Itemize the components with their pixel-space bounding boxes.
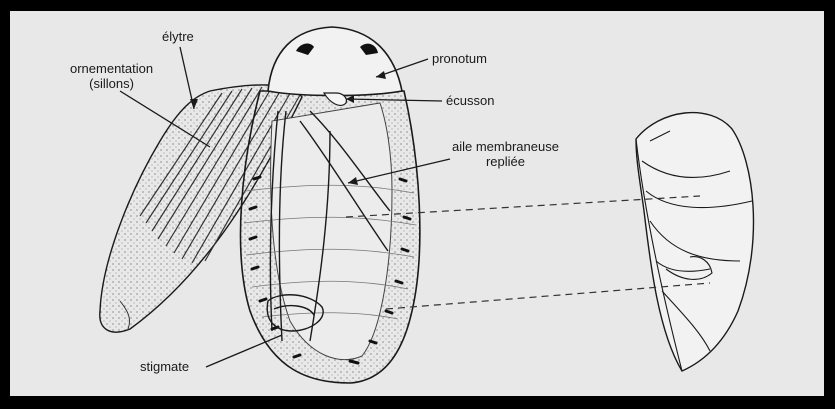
label-elytre: élytre — [162, 29, 194, 44]
label-pronotum: pronotum — [432, 51, 487, 66]
label-ecusson: écusson — [446, 93, 494, 108]
figure-frame: élytre ornementation (sillons) pronotum … — [10, 11, 824, 396]
label-aile-membraneuse: aile membraneuse repliée — [452, 139, 559, 169]
unfolded-wing — [636, 113, 753, 371]
stigmate-leader — [206, 335, 282, 367]
label-ornementation: ornementation (sillons) — [70, 61, 153, 91]
beetle-body — [241, 27, 420, 383]
label-stigmate: stigmate — [140, 359, 189, 374]
